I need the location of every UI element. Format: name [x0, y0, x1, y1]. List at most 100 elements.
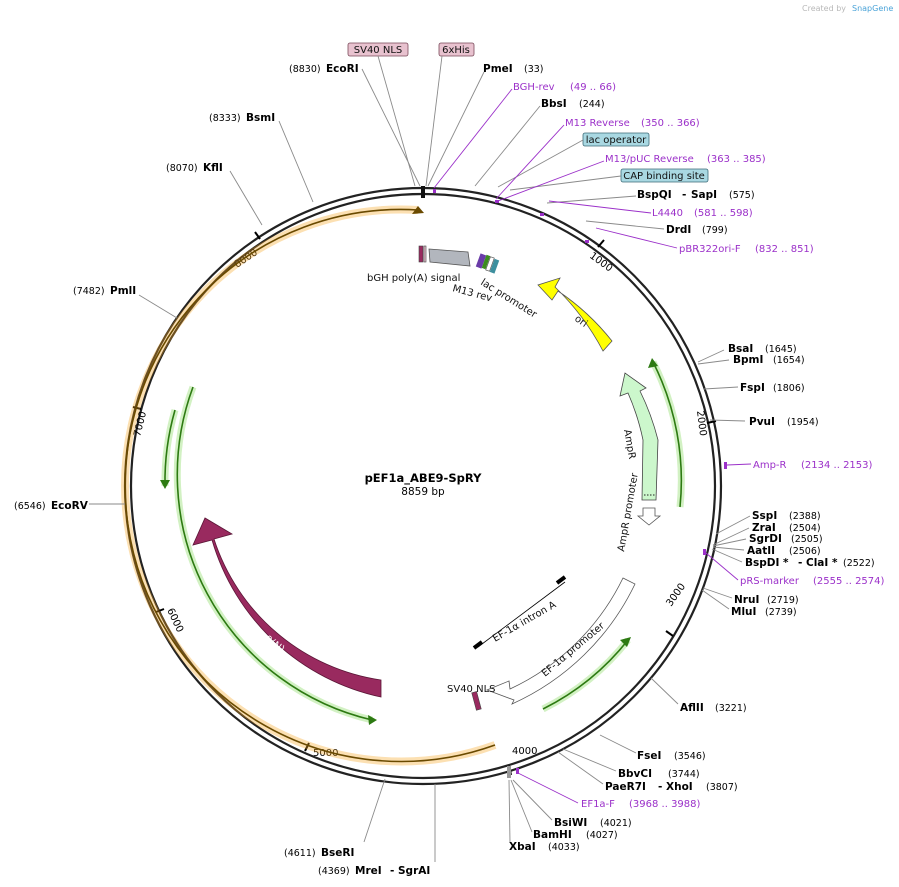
bgh-polya-feature-arrow: [428, 248, 471, 267]
enzyme-zrai: ZraI: [752, 522, 776, 534]
primer-pbr322: pBR322ori-F: [679, 244, 741, 255]
pos-bspdi: (2522): [843, 558, 875, 569]
box-cap-binding-site: CAP binding site: [509, 168, 709, 191]
box-lac-operator: lac operator: [497, 132, 650, 188]
plasmid-length: 8859 bp: [401, 486, 445, 498]
svg-text:CAP binding site: CAP binding site: [623, 171, 705, 182]
ori-feature-arrow: [537, 277, 613, 352]
svg-text:5000: 5000: [313, 748, 338, 759]
enzyme-sapi: SapI: [691, 189, 717, 201]
enzyme-pvui: PvuI: [749, 416, 775, 428]
plasmid-name: pEF1a_ABE9-SpRY: [365, 471, 482, 486]
primer-site-pbr322: [585, 240, 589, 243]
primer-site-bghrev: [433, 189, 436, 193]
svg-text:4000: 4000: [512, 746, 537, 757]
pos-pmli: (7482): [73, 286, 105, 297]
pos-fsei: (3546): [674, 751, 706, 762]
pos-pmei: (33): [524, 64, 544, 75]
pos-paer7i: (3807): [706, 782, 738, 793]
enzyme-fsei: FseI: [637, 750, 661, 762]
enzyme-xhoi: XhoI: [666, 781, 693, 793]
enzyme-bsmi: BsmI: [246, 112, 275, 124]
enzyme-drdi: DrdI: [666, 224, 691, 236]
svg-text:lac operator: lac operator: [586, 135, 647, 146]
enzyme-sspi: SspI: [752, 510, 777, 522]
cas9-feature-arrow: [192, 517, 382, 698]
snapgene-logo: SnapGene: [852, 4, 893, 13]
bgh-small-feature: [418, 245, 424, 263]
pos-aflii: (3221): [715, 703, 747, 714]
primer-m13puc-range: (363 .. 385): [707, 154, 766, 165]
primer-bghrev: BGH-rev: [513, 82, 555, 93]
primer-site-prs: [703, 549, 706, 555]
enzyme-mlui: MluI: [731, 606, 756, 618]
primer-ampr-range: (2134 .. 2153): [801, 460, 873, 471]
enzyme-bsai: BsaI: [728, 343, 753, 355]
orf-arc-green-right: [652, 361, 683, 508]
label-bgh-polya: bGH poly(A) signal: [367, 273, 460, 284]
sv40-nls-feature: [471, 691, 482, 711]
mcs-marker: [507, 766, 511, 778]
ef1a-intron-marker: [472, 575, 567, 650]
orf-arc-green-lower-arrowhead: [620, 637, 631, 647]
enzyme-xbai: XbaI: [509, 841, 536, 853]
primer-prs: pRS-marker: [740, 576, 800, 587]
enzyme-pmli: PmlI: [110, 285, 136, 297]
pos-bspqi: (575): [729, 190, 755, 201]
primer-pbr322-range: (832 .. 851): [755, 244, 814, 255]
pos-fspi: (1806): [773, 383, 805, 394]
orf-arc-green-small-arrowhead: [160, 480, 170, 489]
pos-pvui: (1954): [787, 417, 819, 428]
primer-l4440: L4440: [652, 208, 683, 219]
enzyme-bpmi: BpmI: [733, 354, 763, 366]
enzyme-bbsi: BbsI: [541, 98, 567, 110]
primer-bghrev-range: (49 .. 66): [570, 82, 616, 93]
enzyme-paer7i-sep: -: [658, 781, 662, 793]
ampr-promoter-arrow: [636, 507, 662, 526]
enzyme-aflii: AflII: [680, 702, 704, 714]
enzyme-bspqi-sep: -: [682, 189, 686, 201]
ampr-feature-arrow: [619, 372, 659, 501]
orf-arc-orange: [124, 208, 496, 763]
enzyme-nrui: NruI: [734, 594, 759, 606]
watermark-prefix: Created by: [802, 4, 846, 13]
label-sv40-nls-inner: SV40 NLS: [447, 684, 496, 695]
label-ef1a-intron: EF-1α intron A: [491, 599, 558, 644]
primer-site-ampr: [724, 462, 727, 469]
orf-arc-green-left-halo: [173, 385, 373, 724]
lac-cluster-teal: [489, 258, 500, 274]
pos-ecorv: (6546): [14, 501, 46, 512]
pos-sgrdi: (2505): [791, 534, 823, 545]
label-ampr: AmpR: [621, 429, 637, 460]
enzyme-fspi: FspI: [740, 382, 765, 394]
enzyme-paer7i: PaeR7I: [605, 781, 646, 793]
svg-text:3000: 3000: [664, 582, 688, 609]
pos-bsai: (1645): [765, 344, 797, 355]
enzyme-sgrai: SgrAI: [398, 865, 430, 877]
primer-prs-range: (2555 .. 2574): [813, 576, 885, 587]
pos-xbai: (4033): [548, 842, 580, 853]
pos-sspi: (2388): [789, 511, 821, 522]
ef1a-promoter-arrow: [485, 577, 636, 705]
enzyme-mrei: MreI: [355, 865, 382, 877]
pos-drdi: (799): [702, 225, 728, 236]
pos-kfli: (8070): [166, 163, 198, 174]
pos-mlui: (2739): [765, 607, 797, 618]
primer-site-m13: [495, 200, 499, 203]
pos-mrei: (4369): [318, 866, 350, 877]
pos-nrui: (2719): [767, 595, 799, 606]
primer-ef1af: EF1a-F: [581, 799, 615, 810]
svg-text:SV40 NLS: SV40 NLS: [354, 45, 403, 56]
primer-l4440-range: (581 .. 598): [694, 208, 753, 219]
enzyme-bseri: BseRI: [321, 847, 354, 859]
enzyme-kfli: KflI: [203, 162, 223, 174]
primer-ef1af-range: (3968 .. 3988): [629, 799, 701, 810]
tick-5000: 5000: [304, 742, 338, 759]
origin-marker: [421, 186, 425, 198]
pos-ecori: (8830): [289, 64, 321, 75]
pos-bseri: (4611): [284, 848, 316, 859]
primer-m13puc: M13/pUC Reverse: [605, 154, 694, 165]
box-6xhis: 6xHis: [425, 42, 475, 187]
